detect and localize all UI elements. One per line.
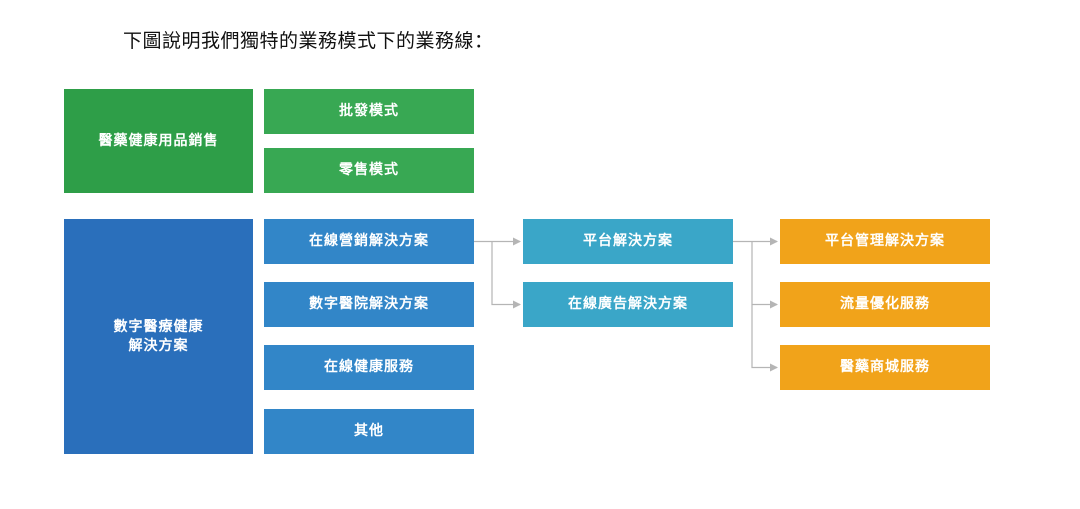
traffic-optimization-services: 流量優化服務	[780, 282, 990, 327]
segment-digital-label-line2: 解決方案	[128, 337, 189, 354]
connector-platform-to-traffic	[751, 241, 778, 309]
item-others: 其他	[264, 409, 474, 454]
segment-digital-label-line1: 數字醫療健康	[113, 318, 204, 335]
segment-pharma-sales: 醫藥健康用品銷售	[64, 89, 253, 193]
caption: 下圖說明我們獨特的業務模式下的業務線：	[123, 30, 494, 52]
item-online-health-services: 在線健康服務	[264, 345, 474, 390]
segment-digital-healthcare: 數字醫療健康 解決方案	[64, 219, 253, 454]
online-advertising-solutions: 在線廣告解決方案	[523, 282, 733, 327]
platform-management-solutions: 平台管理解決方案	[780, 219, 990, 264]
connector-marketing-to-advertising	[491, 241, 521, 309]
connector-platform-to-mall	[751, 304, 778, 372]
pharma-mall-services: 醫藥商城服務	[780, 345, 990, 390]
platform-solutions: 平台解決方案	[523, 219, 733, 264]
mode-retail: 零售模式	[264, 148, 474, 193]
mode-wholesale: 批發模式	[264, 89, 474, 134]
item-digital-hospital: 數字醫院解決方案	[264, 282, 474, 327]
item-online-marketing: 在線營銷解決方案	[264, 219, 474, 264]
